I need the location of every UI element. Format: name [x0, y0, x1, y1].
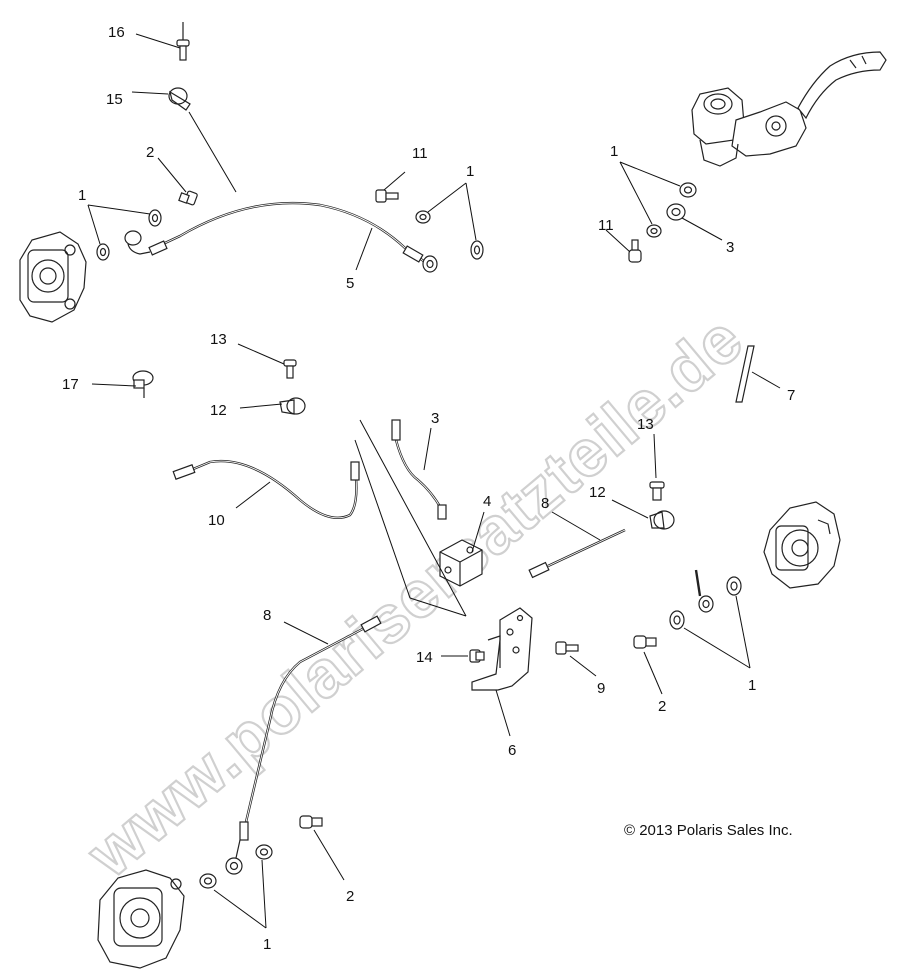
callout-8: 8: [541, 495, 549, 512]
part-3-brake-line-center: [391, 419, 447, 520]
callout-13: 13: [637, 416, 654, 433]
part-1-washers-master: [646, 182, 697, 238]
watermark-text: www.polarisersatzteile.de: [73, 301, 757, 892]
part-8-brake-line-right: [528, 528, 626, 579]
callout-8: 8: [263, 607, 271, 624]
part-14-bolt: [469, 649, 485, 663]
callout-5: 5: [346, 275, 354, 292]
part-1-washers-right: [669, 576, 742, 630]
part-13-bolt-right: [649, 481, 665, 501]
part-2-banjo-bolt-left: [178, 190, 198, 206]
callout-1: 1: [610, 143, 618, 160]
callout-7: 7: [787, 387, 795, 404]
callout-3: 3: [431, 410, 439, 427]
banjo-fitting-left: [124, 230, 151, 255]
part-6-mount-bracket: [471, 607, 533, 691]
callout-14: 14: [416, 649, 433, 666]
callout-9: 9: [597, 680, 605, 697]
callout-6: 6: [508, 742, 516, 759]
callout-12: 12: [210, 402, 227, 419]
part-7-pin: [735, 345, 755, 403]
part-10-brake-hose-middle: [172, 459, 360, 520]
callout-10: 10: [208, 512, 225, 529]
part-4-distribution-block: [439, 539, 483, 587]
leader-lines: [87, 33, 781, 929]
left-rear-caliper: [97, 869, 185, 969]
callout-1: 1: [263, 936, 271, 953]
callout-17: 17: [62, 376, 79, 393]
part-1-washers-lower: [199, 844, 273, 889]
callout-16: 16: [108, 24, 125, 41]
callout-1: 1: [466, 163, 474, 180]
part-17-hose-clip: [132, 370, 154, 398]
callout-11: 11: [412, 145, 428, 162]
callout-1: 1: [748, 677, 756, 694]
right-rear-caliper: [763, 501, 841, 589]
copyright-notice: © 2013 Polaris Sales Inc.: [624, 822, 793, 839]
part-15-clamp: [168, 87, 191, 111]
callout-2: 2: [146, 144, 154, 161]
master-cylinder-lever: [691, 51, 887, 167]
callout-13: 13: [210, 331, 227, 348]
callout-2: 2: [346, 888, 354, 905]
part-12-clamp-right: [649, 510, 675, 530]
part-8-brake-line-left: [239, 615, 382, 841]
part-1-washers-left: [96, 209, 162, 261]
callout-11: 11: [598, 217, 614, 234]
callout-12: 12: [589, 484, 606, 501]
part-2-banjo-bolt-right: [633, 635, 657, 649]
callout-1: 1: [78, 187, 86, 204]
callout-3: 3: [726, 239, 734, 256]
callout-2: 2: [658, 698, 666, 715]
callout-4: 4: [483, 493, 491, 510]
part-12-clamp-left: [279, 397, 306, 415]
part-1-washers-upper-mid: [415, 210, 484, 260]
part-13-bolt-left: [283, 359, 297, 379]
part-2-banjo-bolt-lower: [299, 815, 323, 829]
part-16-bolt: [176, 22, 190, 61]
callout-15: 15: [106, 91, 123, 108]
rear-left-banjo: [225, 839, 243, 875]
rear-right-banjo: [694, 569, 714, 613]
left-front-caliper: [19, 231, 87, 323]
callout-labels: 16 15 2 1 11 1 5 1 11 3 13 17 12 7 3 4 1…: [62, 24, 795, 953]
part-3-fitting-master: [666, 203, 686, 221]
part-11-bolt-upper: [375, 189, 399, 203]
part-9-bolt: [555, 641, 579, 655]
part-11-bolt-master: [628, 239, 642, 263]
part-5-brake-hose-upper: [148, 201, 438, 273]
